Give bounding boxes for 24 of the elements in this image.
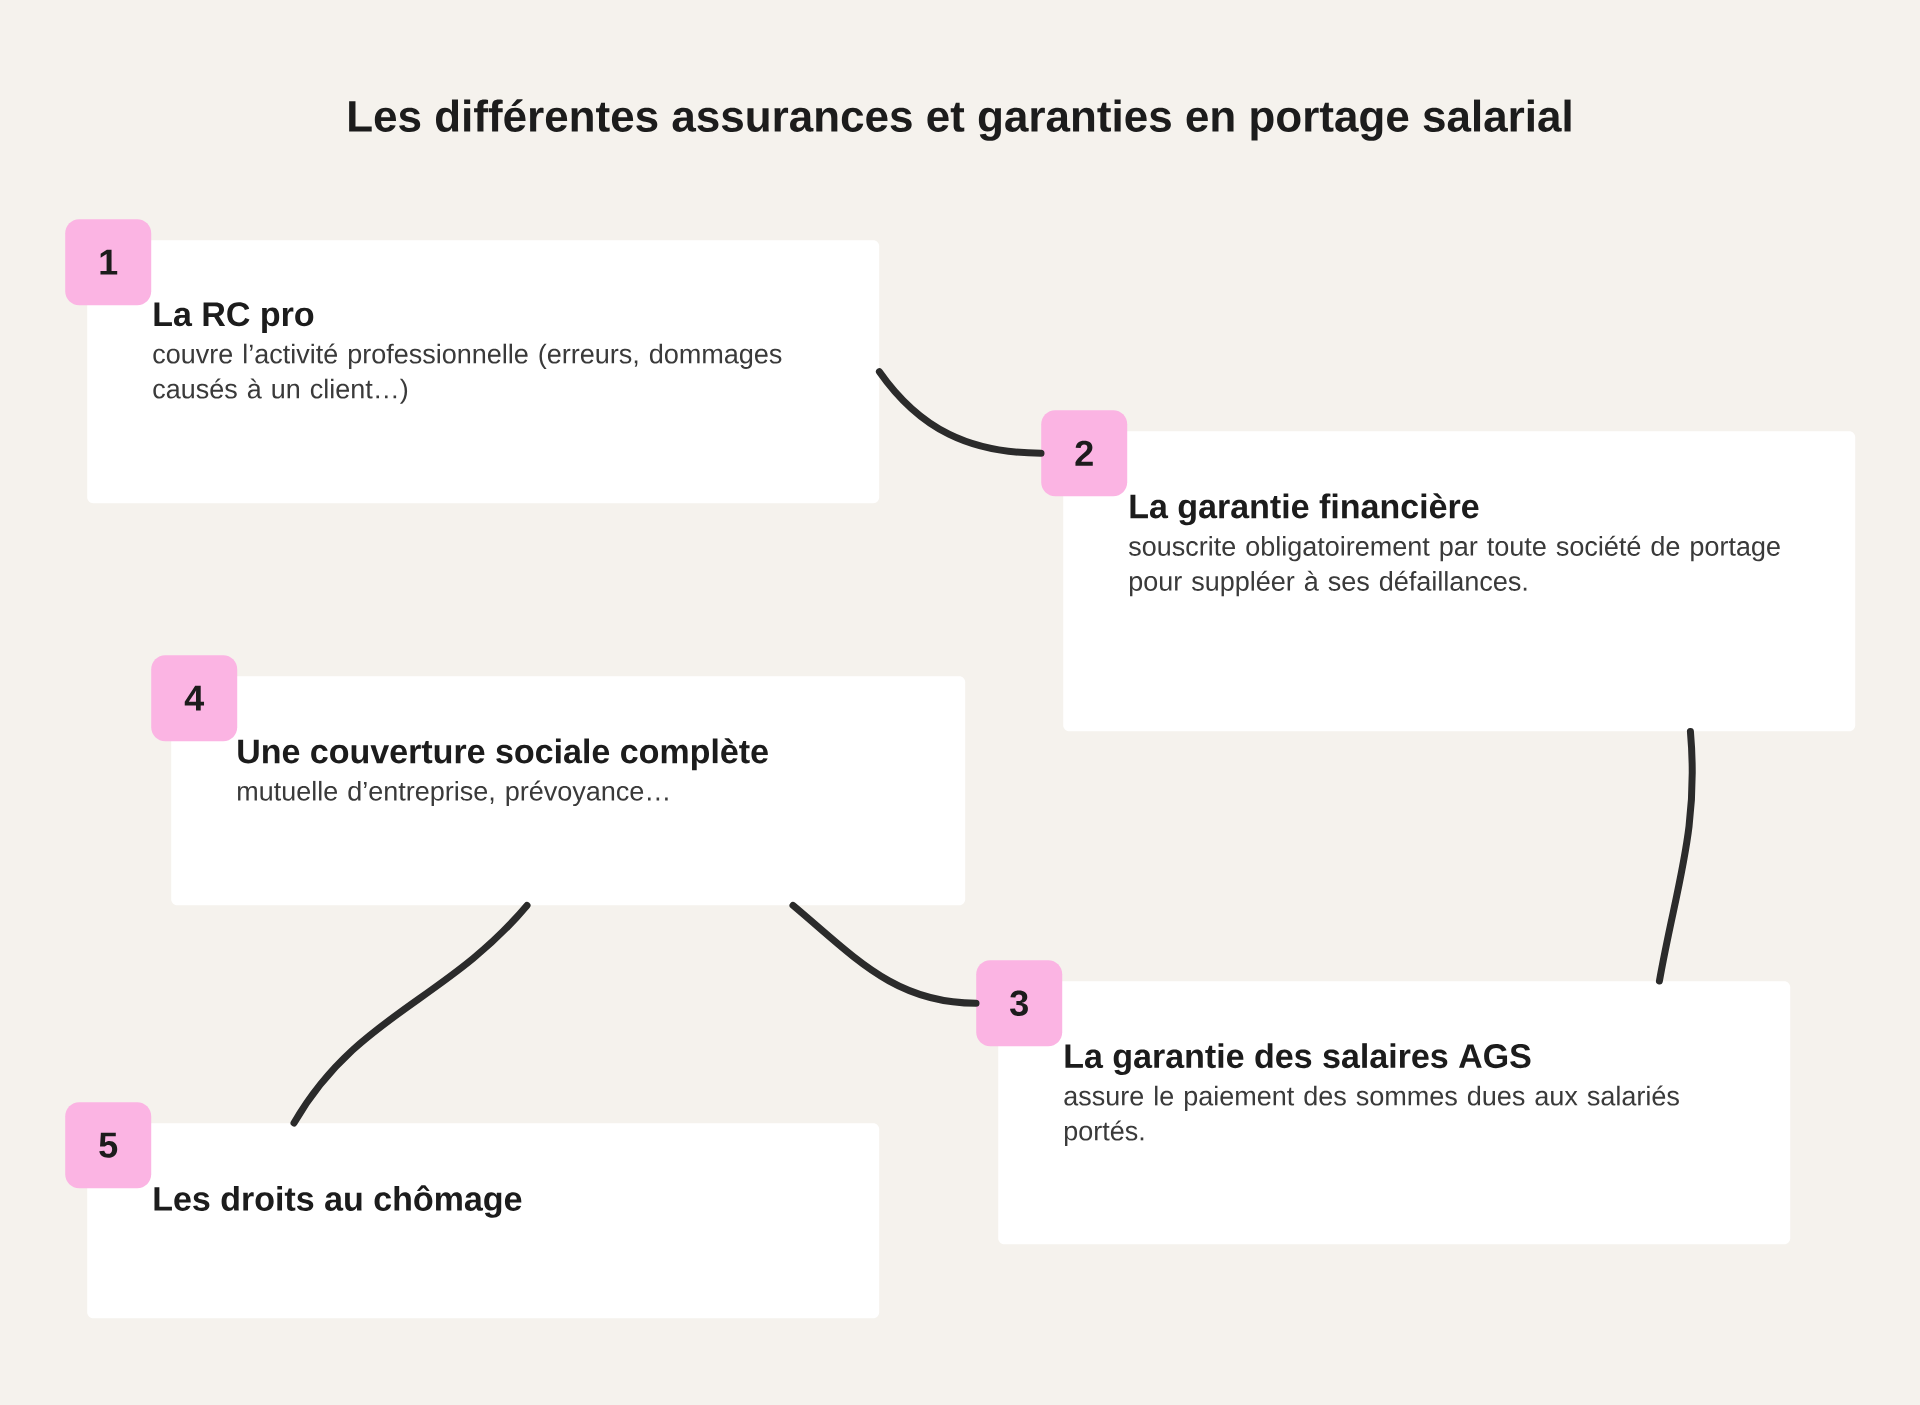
card-heading: La RC pro <box>154 302 314 333</box>
number-badge: 2 <box>1041 410 1128 497</box>
info-card <box>171 676 966 906</box>
connector-line <box>290 901 531 1127</box>
number-badge: 5 <box>65 1102 152 1189</box>
card-description: assure le paiement des sommes dues aux salariés portés. <box>1064 1085 1679 1146</box>
title: Les différentes assurances et garanties en portage salarial <box>349 99 1571 141</box>
number-badge: 4 <box>151 655 238 742</box>
info-card <box>998 981 1791 1245</box>
number-badge: 1 <box>65 219 152 306</box>
card-heading: Une couverture sociale complète <box>238 738 768 771</box>
card-description: souscrite obligatoirement par toute société de portage pour suppléer à ses défaillances. <box>1128 535 1780 597</box>
card-heading: La garantie des salaires AGS <box>1065 1043 1531 1076</box>
info-card <box>1063 431 1856 732</box>
connector-line <box>1655 727 1696 985</box>
card-description: couvre l’activité professionnelle (erreurs, dommages causés à un client…) <box>153 343 782 404</box>
info-card <box>87 240 880 504</box>
card-heading: Les droits au chômage <box>154 1185 522 1218</box>
connector-line <box>875 368 1045 457</box>
number-badge: 3 <box>976 960 1063 1047</box>
card-description: mutuelle d’entreprise, prévoyance… <box>238 780 668 807</box>
connector-line <box>789 901 980 1007</box>
info-card <box>87 1123 880 1319</box>
card-heading: La garantie financière <box>1130 493 1479 526</box>
